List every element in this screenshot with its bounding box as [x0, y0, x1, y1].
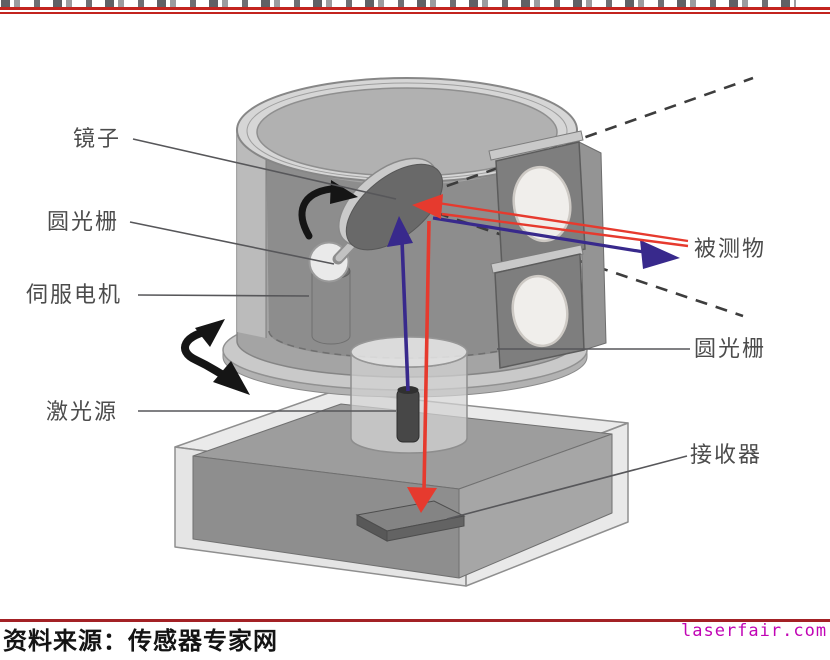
leader-grating-left	[129, 221, 335, 265]
leader-receiver	[446, 455, 688, 520]
beam-object-to-mirror-a	[437, 201, 689, 243]
label-servo-motor: 伺服电机	[26, 282, 123, 307]
rotating-mirror	[337, 157, 444, 251]
beam-mirror-to-object	[432, 216, 645, 254]
panel-bracket	[578, 141, 607, 351]
beam-arrowhead-right	[640, 240, 680, 269]
laser-housing-cylinder	[350, 336, 468, 454]
panel-slat-top	[488, 130, 584, 161]
label-grating-left: 圆光栅	[47, 209, 120, 234]
label-grating-right: 圆光栅	[694, 336, 767, 361]
receiver-plate	[355, 500, 466, 542]
footer-rule	[0, 619, 830, 622]
lens-lower	[511, 274, 569, 348]
return-beam-red	[407, 194, 689, 513]
clipped-figure-title-fragments	[1, 0, 796, 7]
label-mirror: 镜子	[73, 126, 122, 151]
beam-arrowhead-left	[412, 194, 443, 219]
leader-mirror	[132, 138, 397, 200]
outgoing-beam-purple	[387, 216, 680, 392]
beam-mirror-to-receiver	[422, 220, 431, 491]
fov-dashed-lower	[436, 211, 744, 318]
label-laser-source: 激光源	[46, 399, 119, 424]
header-rule-thin	[0, 12, 830, 14]
servo-motor-body	[311, 270, 351, 345]
panel-slat-middle	[490, 244, 584, 274]
label-target-object: 被测物	[694, 236, 767, 261]
body-rotation-arrow	[181, 326, 231, 381]
laser-rod	[396, 388, 420, 443]
lens-panel-assembly	[488, 130, 607, 369]
mirror-assembly	[308, 157, 444, 345]
fov-dashed-upper	[426, 76, 754, 195]
beam-arrowhead-down	[407, 487, 437, 513]
fov-dashed-rays	[426, 76, 754, 318]
lens-upper	[512, 165, 572, 243]
label-receiver: 接收器	[690, 442, 763, 467]
watermark-laserfair: laserfair.com	[681, 621, 828, 641]
mirror-rotation-arrow	[298, 185, 335, 240]
beam-laser-to-mirror	[400, 239, 410, 392]
drum-cut-edge-left	[237, 135, 266, 338]
base-right-face	[458, 433, 613, 579]
leader-servo-motor	[137, 294, 310, 297]
header-rule-thick	[0, 7, 830, 10]
beam-arrowhead-up	[387, 216, 413, 247]
source-note: 资料来源：传感器专家网	[3, 628, 278, 655]
beam-object-to-mirror-b	[441, 212, 689, 248]
leader-lines	[129, 138, 690, 520]
